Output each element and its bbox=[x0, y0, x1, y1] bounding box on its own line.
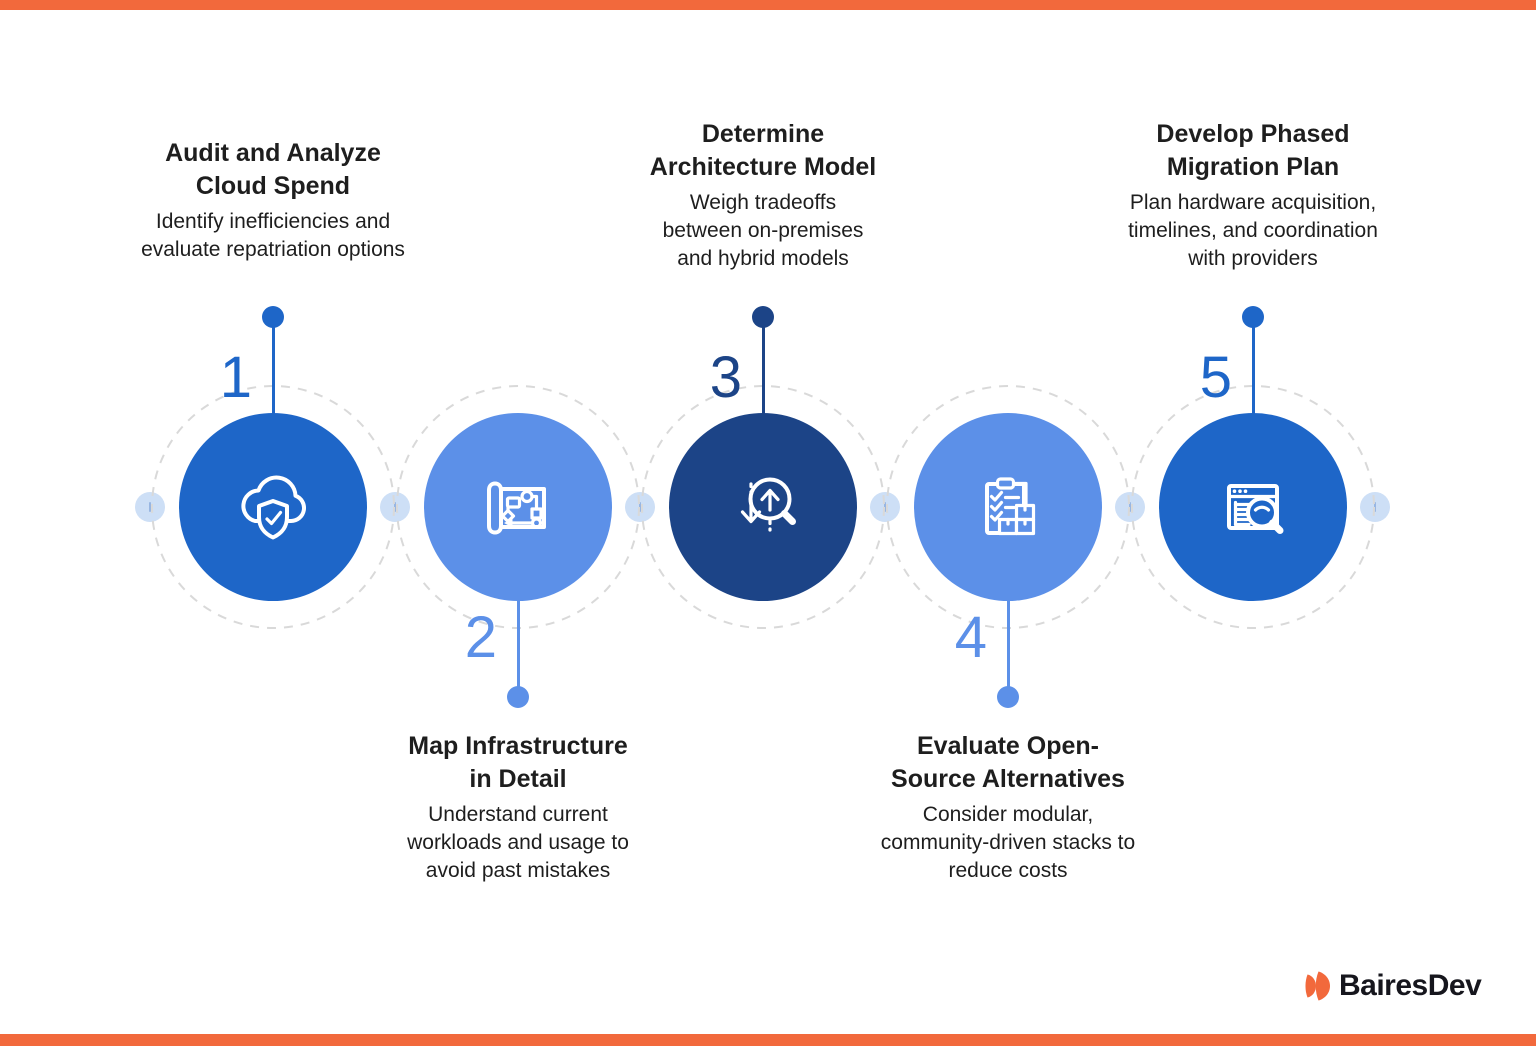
cloud-shield-check-icon bbox=[241, 475, 306, 540]
bairesdev-logo: BairesDev bbox=[1300, 969, 1482, 1003]
bairesdev-logo-icon bbox=[1305, 971, 1330, 1001]
step-text-block: Map Infrastructure in Detail Understand … bbox=[338, 730, 698, 885]
step-title: Develop Phased Migration Plan bbox=[1156, 120, 1350, 181]
step-number: 3 bbox=[709, 345, 742, 410]
step-connector-dot bbox=[1242, 306, 1264, 328]
step-circle bbox=[179, 413, 367, 601]
step-number: 4 bbox=[954, 605, 987, 670]
step-circle bbox=[424, 413, 612, 601]
step-text-block: Develop Phased Migration Plan Plan hardw… bbox=[1073, 118, 1433, 273]
step-title: Evaluate Open- Source Alternatives bbox=[891, 732, 1125, 793]
step-text-block: Audit and Analyze Cloud Spend Identify i… bbox=[93, 137, 453, 264]
step-connector-dot bbox=[507, 686, 529, 708]
step-connector-line bbox=[516, 599, 520, 688]
step-number: 5 bbox=[1199, 345, 1232, 410]
checklist-boxes-icon bbox=[985, 477, 1036, 536]
browser-search-icon bbox=[1227, 484, 1284, 534]
step-description: Consider modular, community-driven stack… bbox=[880, 803, 1136, 882]
step-title: Audit and Analyze Cloud Spend bbox=[165, 139, 381, 200]
step-connector-dot bbox=[752, 306, 774, 328]
step-number: 2 bbox=[464, 605, 497, 670]
step-description: Plan hardware acquisition, timelines, an… bbox=[1128, 191, 1378, 270]
step-description: Weigh tradeoffs between on-premises and … bbox=[662, 191, 864, 270]
step-text-block: Evaluate Open- Source Alternatives Consi… bbox=[828, 730, 1188, 885]
step-title: Map Infrastructure in Detail bbox=[408, 732, 628, 793]
magnifier-arrows-icon bbox=[740, 477, 796, 532]
step-circle bbox=[669, 413, 857, 601]
bottom-accent-bar bbox=[0, 1034, 1536, 1046]
step-connector-dot bbox=[262, 306, 284, 328]
step-connector-dot bbox=[997, 686, 1019, 708]
top-accent-bar bbox=[0, 0, 1536, 10]
step-title: Determine Architecture Model bbox=[649, 120, 877, 181]
connector-dot bbox=[135, 492, 165, 522]
step-circle bbox=[1159, 413, 1347, 601]
step-description: Understand current workloads and usage t… bbox=[407, 803, 629, 882]
step-connector-line bbox=[761, 326, 765, 415]
step-description: Identify inefficiencies and evaluate rep… bbox=[141, 210, 405, 261]
step-connector-line bbox=[1006, 599, 1010, 688]
step-number: 1 bbox=[219, 345, 252, 410]
step-circle bbox=[914, 413, 1102, 601]
bairesdev-logo-text: BairesDev bbox=[1339, 969, 1482, 1002]
step-connector-line bbox=[1251, 326, 1255, 415]
step-text-block: Determine Architecture Model Weigh trade… bbox=[583, 118, 943, 273]
step-connector-line bbox=[271, 326, 275, 415]
blueprint-flowchart-icon bbox=[487, 481, 546, 535]
